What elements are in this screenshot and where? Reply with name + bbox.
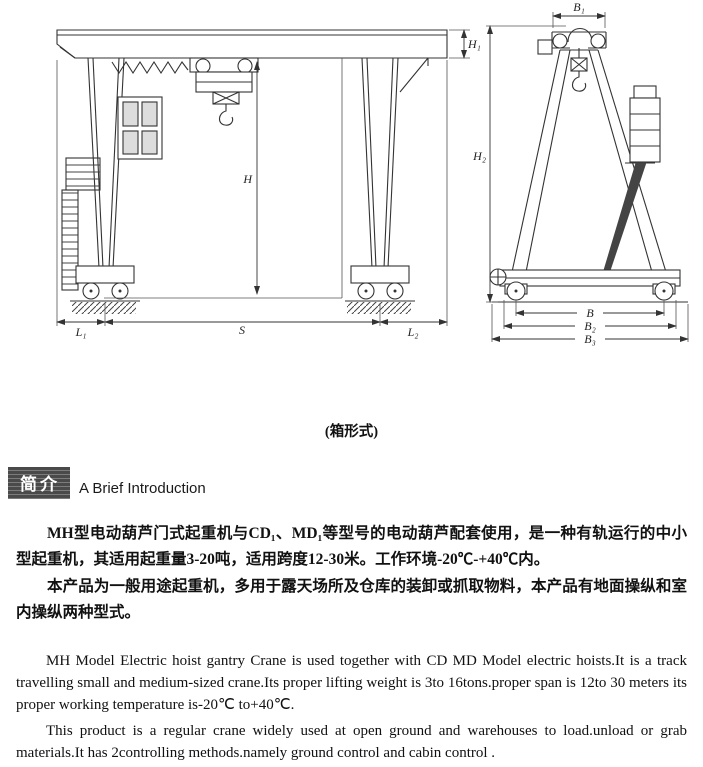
- dim-label-h: H: [242, 172, 253, 186]
- dim-label-s: S: [239, 323, 245, 337]
- dim-label-b3: B₃: [584, 332, 596, 346]
- electric-cabinet: [117, 96, 163, 160]
- festoon-cable: [111, 60, 189, 75]
- dim-label-b1: B₁: [573, 0, 585, 14]
- right-end-carriage: [345, 265, 415, 314]
- dim-label-h2: H₂: [472, 149, 486, 163]
- dimension-labels: H₁ H L₁ S L₂ B₁ H₂ B B₂ B₃: [75, 0, 596, 346]
- section-header: 简介 A Brief Introduction: [8, 467, 703, 499]
- side-view-dimensions: [486, 12, 689, 343]
- dim-label-b2: B₂: [584, 319, 596, 333]
- gantry-crane-side-view: [486, 12, 689, 343]
- trolley-cross-section: [537, 27, 607, 55]
- dim-label-b: B: [586, 306, 594, 320]
- gantry-crane-front-view: [56, 29, 470, 326]
- hoist-trolley: [189, 57, 259, 126]
- ladder: [61, 157, 101, 291]
- right-leg: [358, 57, 429, 269]
- side-bottom-carriage: [489, 268, 688, 303]
- clearance-outline: [104, 58, 343, 299]
- section-title: A Brief Introduction: [79, 480, 206, 497]
- cn-paragraph-1: MH型电动葫芦门式起重机与CD₁、MD₁等型号的电动葫芦配套使用，是一种有轨运行…: [16, 525, 687, 569]
- dim-label-l1: L₁: [75, 325, 87, 339]
- technical-drawings: H₁ H L₁ S L₂ B₁ H₂ B B₂ B₃: [56, 0, 689, 346]
- main-girder: [56, 29, 448, 59]
- chinese-introduction: MH型电动葫芦门式起重机与CD₁、MD₁等型号的电动葫芦配套使用，是一种有轨运行…: [16, 521, 687, 626]
- left-end-carriage: [70, 265, 140, 314]
- front-view-dimensions: [56, 29, 470, 326]
- side-electric-cabinet: [629, 85, 661, 163]
- hook: [570, 48, 588, 92]
- dim-label-l2: L₂: [407, 325, 419, 339]
- drawing-caption: (箱形式): [324, 424, 379, 440]
- diagonal-brace: [600, 148, 650, 284]
- section-badge: 简介: [8, 467, 70, 499]
- en-paragraph-1: MH Model Electric hoist gantry Crane is …: [16, 653, 687, 714]
- en-paragraph-2: This product is a regular crane widely u…: [16, 722, 687, 761]
- cn-paragraph-2: 本产品为一般用途起重机，多用于露天场所及仓库的装卸或抓取物料，本产品有地面操纵和…: [16, 577, 687, 622]
- english-introduction: MH Model Electric hoist gantry Crane is …: [16, 650, 687, 763]
- dim-label-h1: H₁: [467, 37, 481, 51]
